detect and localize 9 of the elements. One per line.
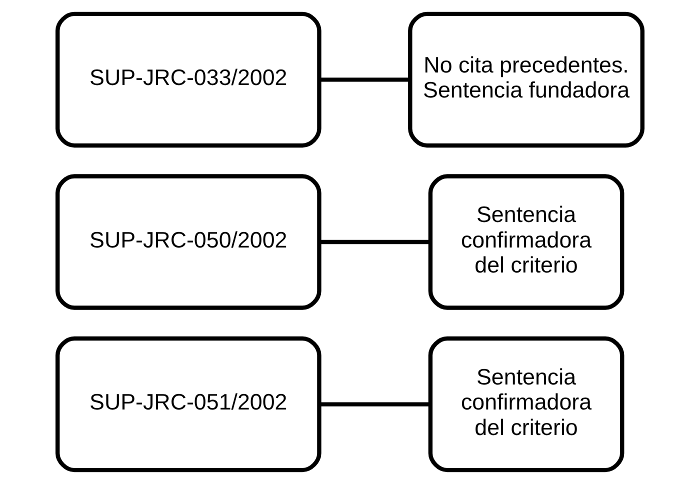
connector	[319, 240, 430, 244]
node-box: SUP-JRC-050/2002	[56, 174, 322, 310]
node-box: SUP-JRC-033/2002	[56, 12, 322, 148]
node-box: Sentencia confirmadora del criterio	[428, 174, 624, 310]
node-box: SUP-JRC-051/2002	[56, 336, 322, 472]
node-box: Sentencia confirmadora del criterio	[428, 336, 624, 472]
connector	[319, 78, 410, 82]
node-box: No cita precedentes. Sentencia fundadora	[408, 12, 644, 148]
connector	[319, 402, 430, 406]
